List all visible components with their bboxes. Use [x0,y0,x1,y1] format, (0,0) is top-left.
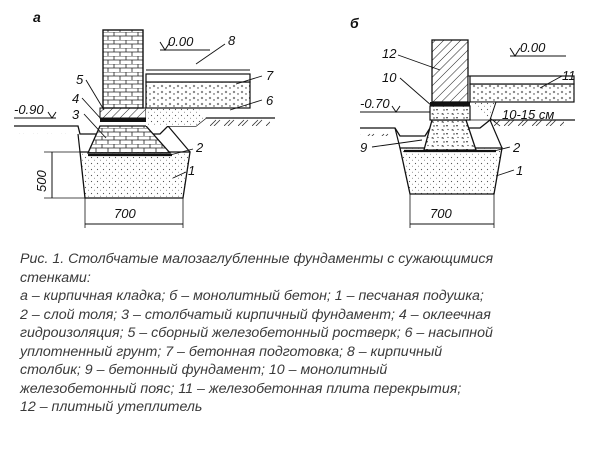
level-depth-a: -0.90 [14,102,44,117]
level-depth-b: -0.70 [360,96,390,111]
brick-pillar-a [102,29,144,109]
callout-b-2: 2 [512,140,521,155]
belt-waterproofing-b [430,102,470,106]
soil-hatch-a-right [210,118,270,126]
callout-a-1: 1 [188,163,195,178]
backfill-a [146,108,206,126]
sand-cushion-a [79,151,191,199]
grillage-a [99,107,147,119]
caption-line: стенками: [20,269,91,286]
level-zero-a: 0.00 [168,34,194,49]
gap-leader-b [489,117,501,127]
callout-a-2: 2 [195,140,204,155]
sand-cushion-b [399,147,503,195]
level-mark-zero-b [509,47,521,57]
level-zero-b: 0.00 [520,40,546,55]
backfill-b [470,101,497,121]
concrete-foundation-b [423,119,477,151]
caption-line: а – кирпичная кладка; б – монолитный бет… [20,288,484,304]
callout-a-8: 8 [228,33,236,48]
caption-line: 12 – плитный утеплитель [20,399,203,415]
floor-slab-a [145,73,251,83]
floor-slab-b [469,83,575,103]
callout-a-6: 6 [266,93,274,108]
brick-foundation-a [86,125,172,154]
caption-line: столбик; 9 – бетонный фундамент; 10 – мо… [20,362,388,378]
waterproofing-a [100,118,146,122]
leaders-a [81,43,263,179]
gap-note-b: 10-15 см [502,107,554,122]
foundation-diagram: а 0.00 -0.90 [14,9,576,228]
trench-walls-a [77,125,191,153]
panel-a: а 0.00 -0.90 [14,9,275,228]
callout-a-4: 4 [72,91,79,106]
monolithic-belt-b [429,105,471,121]
callout-b-10: 10 [382,70,397,85]
callout-b-9: 9 [360,140,367,155]
caption-line: Рис. 1. Столбчатые малозаглубленные фунд… [20,251,494,267]
panel-a-letter: а [33,9,41,25]
floor-top-b [469,75,575,85]
soil-hatch-b-right [494,120,564,128]
leaders-b [371,54,563,177]
soil-hatch-b-left [360,128,392,136]
caption-line: железобетонный пояс; 11 – железобетонная… [20,380,462,397]
callout-a-3: 3 [72,107,80,122]
dim-width-a: 700 [114,206,136,221]
dim-height-a: 500 [34,170,49,192]
dim-width-b: 700 [430,206,452,221]
soil-hatch-a-left [14,126,74,134]
callout-b-12: 12 [382,46,397,61]
callout-a-7: 7 [266,68,274,83]
callout-b-1: 1 [516,163,523,178]
wall-column-b [431,39,469,103]
trench-walls-b [394,119,503,149]
concrete-prep-a [145,81,251,109]
figure-caption: Рис. 1. Столбчатые малозаглубленные фунд… [20,250,585,417]
caption-line: уплотненный грунт; 7 – бетонная подготов… [20,343,443,360]
panel-b: б 0.00 -0.70 10-15 см [350,15,576,228]
callout-b-11: 11 [562,68,576,83]
caption-line: гидроизоляция; 5 – сборный железобетонны… [20,325,493,341]
panel-b-letter: б [350,15,359,31]
caption-line: 2 – слой толя; 3 – столбчатый кирпичный … [20,306,491,323]
callout-a-5: 5 [76,72,84,87]
